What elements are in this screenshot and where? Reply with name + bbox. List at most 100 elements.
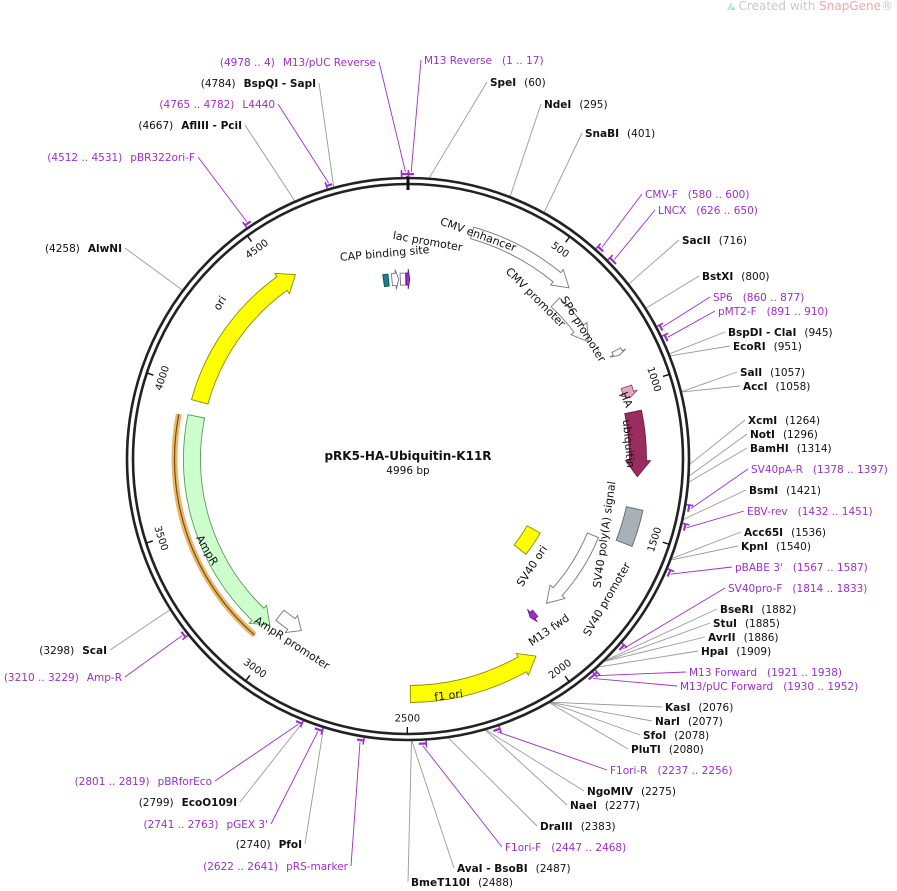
feature-f1-ori[interactable] xyxy=(409,652,537,703)
primer-range: (4978 .. 4) xyxy=(220,57,275,69)
enzyme-site-label[interactable]: (4667)AflIII - PciI xyxy=(138,120,242,132)
primer-label[interactable]: (2741 .. 2763)pGEX 3' xyxy=(143,819,268,831)
primer-name: pBABE 3' xyxy=(735,562,783,574)
feature-cmv-promoter[interactable] xyxy=(550,297,589,343)
primer-end-mark xyxy=(595,243,602,250)
feature-sv40-promoter[interactable] xyxy=(545,532,600,604)
enzyme-site-label[interactable]: (2799)EcoO109I xyxy=(139,797,237,809)
primer-name: M13/pUC Forward xyxy=(680,681,773,693)
primer-end-mark xyxy=(661,332,669,338)
enzyme-site-label[interactable]: XcmI(1264) xyxy=(748,415,820,427)
primer-label[interactable]: SV40pro-F(1814 .. 1833) xyxy=(728,583,867,595)
feature-ubiquitin[interactable] xyxy=(624,409,652,478)
enzyme-site-label[interactable]: BstXI(800) xyxy=(702,271,770,283)
enzyme-site-label[interactable]: BseRI(1882) xyxy=(720,604,796,616)
feature-sp6-promoter[interactable] xyxy=(609,347,627,358)
primer-leader xyxy=(614,209,656,260)
enzyme-site-label[interactable]: SalI(1057) xyxy=(740,367,805,379)
enzyme-site-label[interactable]: BmeT110I(2488) xyxy=(411,877,513,889)
enzyme-site-label[interactable]: NaeI(2277) xyxy=(570,800,640,812)
enzyme-site-label[interactable]: KasI(2076) xyxy=(665,702,733,714)
primer-label[interactable]: M13/pUC Forward (1930 .. 1952) xyxy=(680,681,858,693)
enzyme-site-label[interactable]: EcoRI(951) xyxy=(733,341,802,353)
primer-label[interactable]: (4765 .. 4782)L4440 xyxy=(159,99,275,111)
enzyme-coord: (4667) xyxy=(138,120,173,132)
enzyme-site-label[interactable]: SacII(716) xyxy=(682,235,747,247)
primer-label[interactable]: (4512 .. 4531)pBR322ori-F xyxy=(47,152,195,164)
enzyme-leader xyxy=(681,385,741,393)
enzyme-site-label[interactable]: Acc65I(1536) xyxy=(744,527,826,539)
feature-ha-tag[interactable] xyxy=(619,384,638,399)
primer-label[interactable]: (2801 .. 2819)pBRforEco xyxy=(75,776,212,788)
feature-label: f1 ori xyxy=(434,687,464,703)
feature-lac-promoter[interactable] xyxy=(390,269,400,290)
enzyme-site-label[interactable]: HpaI(1909) xyxy=(701,646,771,658)
enzyme-site-label[interactable]: SfoI(2078) xyxy=(643,730,709,742)
feature-lac-operator[interactable] xyxy=(399,272,407,286)
enzyme-site-label[interactable]: StuI(1885) xyxy=(713,618,780,630)
feature-cmv-enhancer[interactable] xyxy=(469,226,570,289)
enzyme-site-label[interactable]: KpnI(1540) xyxy=(741,541,811,553)
enzyme-site-label[interactable]: BamHI(1314) xyxy=(750,443,832,455)
enzyme-coord: (1909) xyxy=(736,646,771,658)
primer-label[interactable]: M13 Reverse(1 .. 17) xyxy=(424,55,544,67)
primer-range: (2622 .. 2641) xyxy=(203,861,278,873)
enzyme-site-label[interactable]: (4258)AlwNI xyxy=(45,243,122,255)
feature-sv40-polya[interactable] xyxy=(615,506,644,548)
enzyme-site-label[interactable]: PluTI(2080) xyxy=(631,744,704,756)
primer-label[interactable]: LNCX(626 .. 650) xyxy=(658,205,758,217)
feature-cap-site[interactable] xyxy=(382,273,390,288)
primer-label[interactable]: (3210 .. 3229)Amp-R xyxy=(4,672,122,684)
primer-label[interactable]: M13 Forward(1921 .. 1938) xyxy=(689,667,842,679)
primer-label[interactable]: (4978 .. 4)M13/pUC Reverse xyxy=(220,57,376,69)
primer-end-mark xyxy=(594,669,601,676)
enzyme-site-label[interactable]: BspDI - ClaI(945) xyxy=(728,327,833,339)
enzyme-site-label[interactable]: SnaBI(401) xyxy=(585,128,655,140)
primer-label[interactable]: CMV-F(580 .. 600) xyxy=(645,189,749,201)
primer-arc xyxy=(356,738,364,742)
feature-m13-rev-feat[interactable] xyxy=(405,268,411,290)
primer-range: (1930 .. 1952) xyxy=(783,681,858,693)
primer-range: (1814 .. 1833) xyxy=(792,583,867,595)
enzyme-site-label[interactable]: (2740)PfoI xyxy=(236,839,302,851)
primer-label[interactable]: F1ori-R(2237 .. 2256) xyxy=(610,765,732,777)
primer-leader xyxy=(422,745,503,848)
feature-m13-fwd[interactable] xyxy=(527,608,539,623)
primer-range: (860 .. 877) xyxy=(743,292,805,304)
enzyme-name: AccI xyxy=(743,381,767,393)
primer-label[interactable]: SV40pA-R(1378 .. 1397) xyxy=(751,464,888,476)
enzyme-name: SacII xyxy=(682,235,711,247)
feature-label: SP6 promoter xyxy=(558,294,609,365)
primer-leader xyxy=(592,677,678,687)
feature-ampr[interactable] xyxy=(183,414,271,626)
feature-ampr-promoter[interactable] xyxy=(275,609,302,634)
primer-arc xyxy=(493,727,501,732)
enzyme-site-label[interactable]: AccI(1058) xyxy=(743,381,810,393)
tick-label: 4500 xyxy=(244,238,271,262)
primer-label[interactable]: pBABE 3'(1567 .. 1587) xyxy=(735,562,868,574)
enzyme-coord: (295) xyxy=(579,99,607,111)
primer-range: (891 .. 910) xyxy=(767,306,829,318)
feature-sv40-ori[interactable] xyxy=(513,525,541,555)
enzyme-site-label[interactable]: BsmI(1421) xyxy=(749,485,821,497)
enzyme-site-label[interactable]: SpeI(60) xyxy=(490,77,546,89)
enzyme-name: BmeT110I xyxy=(411,877,470,889)
enzyme-site-label[interactable]: (4784)BspQI - SapI xyxy=(201,78,316,90)
enzyme-site-label[interactable]: (3298)ScaI xyxy=(39,645,107,657)
feature-ori[interactable] xyxy=(190,272,297,405)
tick-label: 4000 xyxy=(154,364,172,392)
enzyme-site-label[interactable]: NdeI(295) xyxy=(544,99,608,111)
primer-label[interactable]: EBV-rev(1432 .. 1451) xyxy=(747,506,873,518)
enzyme-site-label[interactable]: NotI(1296) xyxy=(750,429,818,441)
enzyme-site-label[interactable]: NarI(2077) xyxy=(655,716,723,728)
enzyme-site-label[interactable]: AvaI - BsoBI(2487) xyxy=(457,863,571,875)
primer-label[interactable]: pMT2-F(891 .. 910) xyxy=(718,306,828,318)
tick-mark xyxy=(564,675,570,683)
enzyme-site-label[interactable]: AvrII(1886) xyxy=(708,632,779,644)
enzyme-name: StuI xyxy=(713,618,737,630)
primer-label[interactable]: SP6(860 .. 877) xyxy=(713,292,804,304)
enzyme-site-label[interactable]: DraIII(2383) xyxy=(540,821,616,833)
primer-label[interactable]: F1ori-F(2447 .. 2468) xyxy=(505,842,626,854)
enzyme-site-label[interactable]: NgoMIV(2275) xyxy=(587,786,676,798)
primer-label[interactable]: (2622 .. 2641)pRS-marker xyxy=(203,861,349,873)
